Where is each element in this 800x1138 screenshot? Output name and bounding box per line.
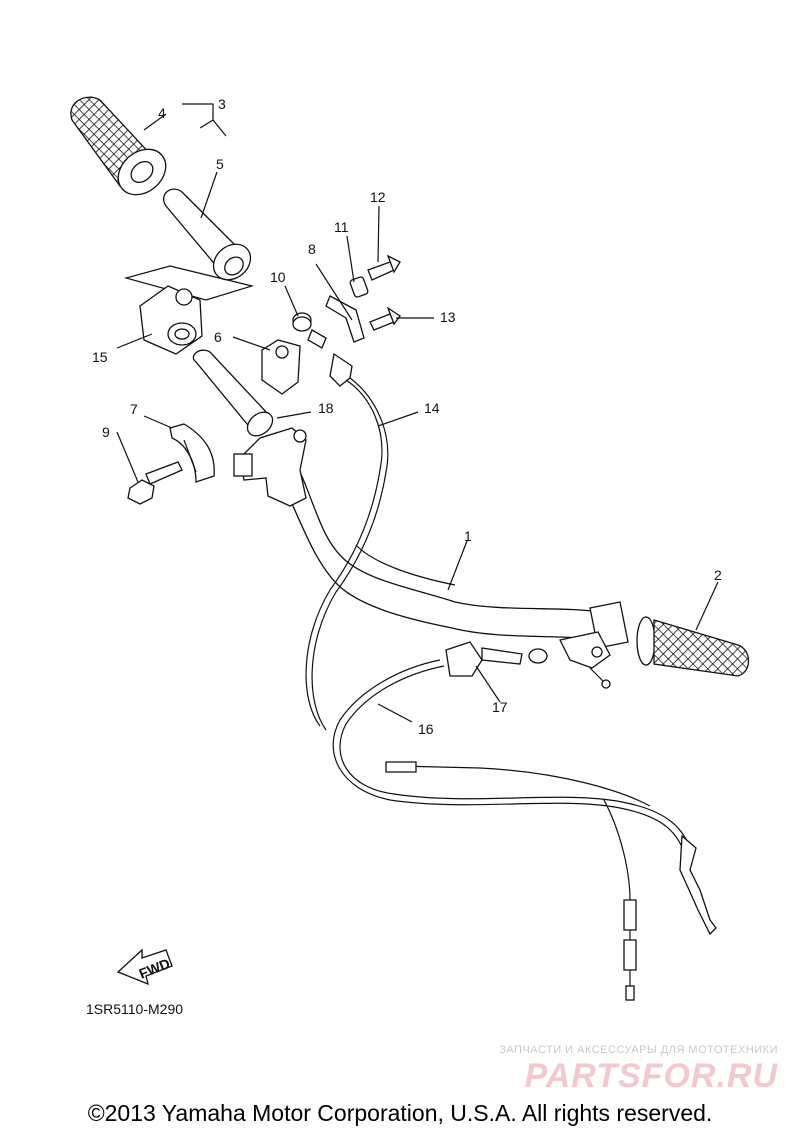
throttle-cable [305, 352, 389, 731]
screw-upper [367, 254, 401, 281]
copyright-notice: ©2013 Yamaha Motor Corporation, U.S.A. A… [87, 1100, 713, 1126]
clutch-cable [332, 641, 717, 1001]
callout-10: 10 [270, 269, 286, 285]
screw-lower [369, 306, 401, 331]
callout-18: 18 [318, 400, 334, 416]
callout-2: 2 [714, 567, 722, 583]
callout-5: 5 [216, 156, 224, 172]
right-grip [559, 601, 750, 689]
watermark-tagline: ЗАПЧАСТИ И АКСЕССУАРЫ ДЛЯ МОТОТЕХНИКИ [499, 1044, 778, 1056]
throttle-tube [163, 188, 252, 281]
mounting-bolt [127, 461, 183, 505]
throttle-housing [123, 265, 255, 355]
fwd-arrow-icon: FWD [116, 948, 173, 986]
callout-9: 9 [102, 424, 110, 440]
callout-3: 3 [218, 96, 226, 112]
cable-bracket [325, 295, 365, 343]
handlebar [284, 470, 605, 641]
callout-13: 13 [440, 309, 456, 325]
callout-14: 14 [424, 400, 440, 416]
collar [349, 276, 369, 298]
callout-8: 8 [308, 241, 316, 257]
left-grip [70, 96, 167, 196]
watermark-logo: PARTSFOR.RU [524, 1057, 778, 1095]
lever-holder [261, 339, 301, 395]
callout-labels: 3 4 5 12 11 8 10 13 15 6 18 14 7 9 1 2 1… [92, 96, 722, 737]
callout-4: 4 [158, 105, 166, 121]
left-perch-assembly [192, 349, 307, 507]
callout-16: 16 [418, 721, 434, 737]
diagram-code: 1SR5110-M290 [86, 1001, 183, 1017]
leader-lines [116, 103, 719, 723]
callout-12: 12 [370, 189, 386, 205]
callout-17: 17 [492, 699, 508, 715]
callout-11: 11 [334, 219, 349, 235]
callout-7: 7 [130, 401, 138, 417]
callout-15: 15 [92, 349, 108, 365]
callout-1: 1 [464, 528, 472, 544]
callout-6: 6 [214, 329, 222, 345]
adjuster-nut [292, 312, 327, 349]
clamp-bracket [169, 423, 215, 483]
